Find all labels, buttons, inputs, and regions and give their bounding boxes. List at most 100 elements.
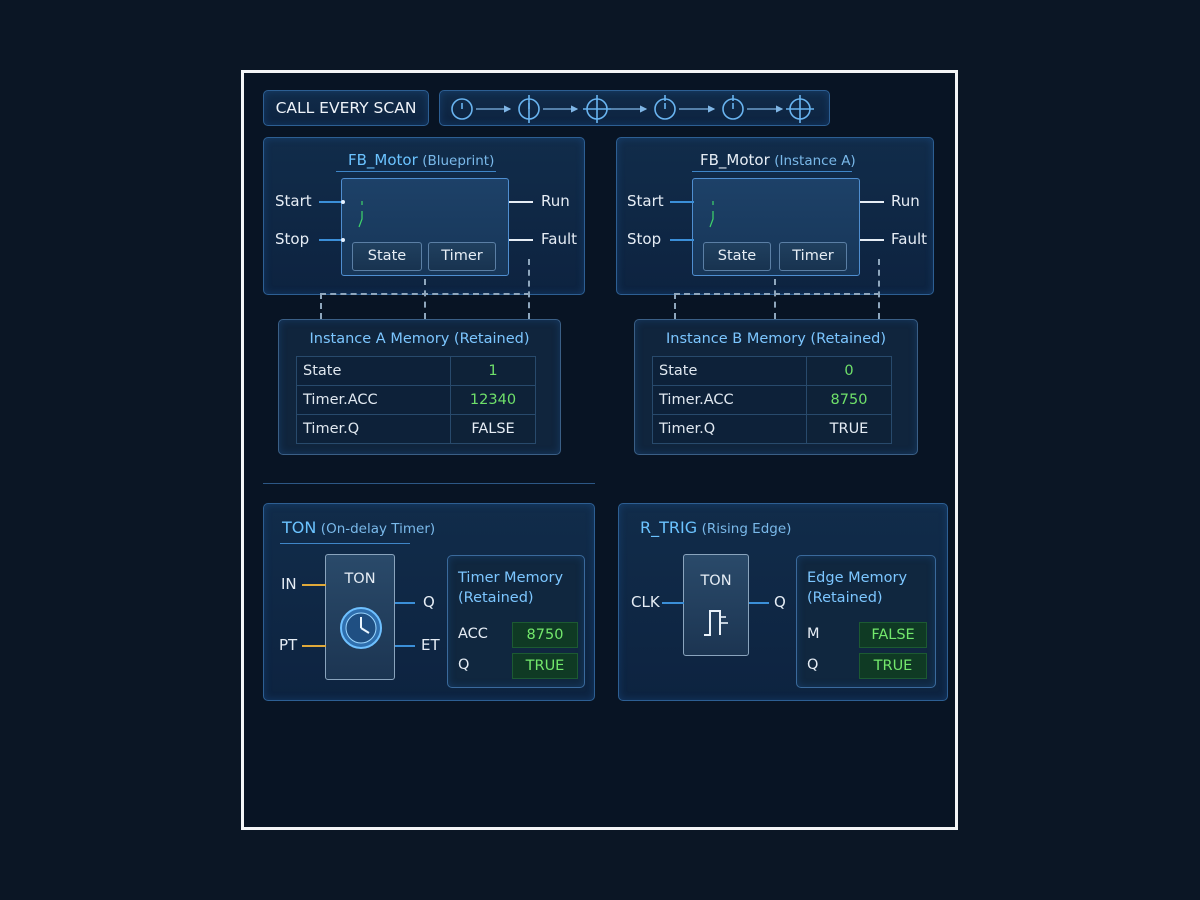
instance-a-run-wire (860, 201, 884, 203)
clock-icon (340, 607, 382, 649)
r-trig-title-sub: (Rising Edge) (701, 521, 792, 537)
memory-a-table: State 1 Timer.ACC 12340 Timer.Q FALSE (296, 356, 536, 444)
blueprint-fault-wire (509, 239, 533, 241)
memory-b-key: Timer.ACC (652, 385, 807, 415)
r-trig-clk-wire (662, 602, 684, 604)
memory-a-key: Timer.ACC (296, 385, 451, 415)
blueprint-fb-block: State Timer (341, 178, 509, 276)
ton-input-pt: PT (279, 636, 298, 654)
memory-a-title: Instance A Memory (Retained) (309, 331, 530, 347)
crosshair-clock-icon (583, 95, 611, 123)
instance-a-start-wire (670, 201, 694, 203)
r-trig-input-clk: CLK (631, 593, 660, 611)
diagram-frame: CALL EVERY SCAN (241, 70, 958, 830)
ton-output-et: ET (421, 636, 440, 654)
call-every-scan-label: CALL EVERY SCAN (275, 99, 417, 117)
table-row: Timer.ACC 12340 (296, 385, 536, 415)
clock-icon (654, 95, 676, 120)
clock-icon (722, 95, 744, 120)
edge-memory-title-2: (Retained) (807, 590, 883, 606)
blueprint-stop-wire (319, 239, 343, 241)
timer-memory-key: Q (458, 657, 470, 673)
instance-a-input-stop: Stop (627, 230, 662, 248)
ton-input-in: IN (281, 575, 297, 593)
memory-a-key: State (296, 356, 451, 386)
blueprint-output-run: Run (541, 192, 570, 210)
table-row: Timer.ACC 8750 (652, 385, 892, 415)
instance-a-title-underline (692, 171, 852, 172)
table-row: State 1 (296, 356, 536, 386)
blueprint-title-main: FB_Motor (348, 151, 418, 169)
instance-a-title: FB_Motor (Instance A) (700, 151, 856, 169)
rising-edge-icon (704, 610, 728, 636)
ton-pt-wire (302, 645, 326, 647)
memory-b-value: TRUE (806, 414, 892, 444)
ton-block-label: TON (344, 571, 376, 587)
instance-a-stop-wire (670, 239, 694, 241)
call-every-scan-badge: CALL EVERY SCAN (263, 90, 429, 126)
r-trig-title-main: R_TRIG (640, 518, 698, 537)
memory-b-value: 8750 (806, 385, 892, 415)
edge-memory-value: TRUE (859, 653, 927, 679)
ton-function-block: TON (325, 554, 395, 680)
r-trig-q-wire (749, 602, 769, 604)
connector-b-right (878, 259, 880, 319)
instance-a-title-sub: (Instance A) (774, 153, 856, 169)
edge-memory-key: M (807, 626, 820, 642)
timer-memory-title-1: Timer Memory (458, 570, 564, 586)
blueprint-title-sub: (Blueprint) (422, 153, 495, 169)
edge-memory-title-1: Edge Memory (807, 570, 908, 586)
edge-memory-key: Q (807, 657, 819, 673)
ton-q-wire (395, 602, 415, 604)
memory-b-table: State 0 Timer.ACC 8750 Timer.Q TRUE (652, 356, 892, 444)
connector-b-mid (774, 279, 776, 319)
instance-a-output-fault: Fault (891, 230, 927, 248)
ton-title: TON (On-delay Timer) (282, 518, 435, 537)
blueprint-title: FB_Motor (Blueprint) (348, 151, 494, 169)
memory-b-key: Timer.Q (652, 414, 807, 444)
connector-a-mid (424, 279, 426, 319)
blueprint-stop-pin (341, 238, 345, 242)
memory-a-value: FALSE (450, 414, 536, 444)
blueprint-input-start: Start (275, 192, 312, 210)
ton-title-main: TON (282, 518, 317, 537)
blueprint-start-wire (319, 201, 343, 203)
table-row: Timer.Q TRUE (652, 414, 892, 444)
memory-a-key: Timer.Q (296, 414, 451, 444)
instance-a-output-run: Run (891, 192, 920, 210)
timer-memory-panel: Timer Memory (Retained) ACC Q 8750 TRUE (447, 555, 585, 688)
section-divider (263, 483, 595, 484)
r-trig-output-q: Q (774, 593, 786, 611)
connector-a-left (320, 293, 322, 319)
scan-cycle-diagram (451, 95, 814, 123)
instance-a-fault-wire (860, 239, 884, 241)
blueprint-logic-sketch (358, 201, 363, 228)
blueprint-timer-chip: Timer (428, 242, 496, 271)
instance-a-input-start: Start (627, 192, 664, 210)
clock-icon (451, 98, 473, 120)
timer-memory-title-2: (Retained) (458, 590, 534, 606)
blueprint-start-pin (341, 200, 345, 204)
scan-cycle-strip (439, 90, 830, 126)
instance-a-title-main: FB_Motor (700, 151, 770, 169)
memory-b-value: 0 (806, 356, 892, 386)
r-trig-title: R_TRIG (Rising Edge) (640, 518, 791, 537)
ton-et-wire (395, 645, 415, 647)
ton-in-wire (302, 584, 326, 586)
blueprint-title-underline (336, 171, 496, 172)
blueprint-output-fault: Fault (541, 230, 577, 248)
connector-a-right (528, 259, 530, 319)
ton-output-q: Q (423, 593, 435, 611)
timer-memory-value: 8750 (512, 622, 578, 648)
table-row: State 0 (652, 356, 892, 386)
timer-memory-value: TRUE (512, 653, 578, 679)
table-row: Timer.Q FALSE (296, 414, 536, 444)
connector-b-left (674, 293, 676, 319)
r-trig-block-label: TON (700, 573, 732, 589)
memory-b-key: State (652, 356, 807, 386)
blueprint-run-wire (509, 201, 533, 203)
edge-memory-panel: Edge Memory (Retained) M Q FALSE TRUE (796, 555, 936, 688)
instance-a-logic-sketch (709, 201, 714, 228)
instance-a-timer-chip: Timer (779, 242, 847, 271)
memory-a-value: 12340 (450, 385, 536, 415)
